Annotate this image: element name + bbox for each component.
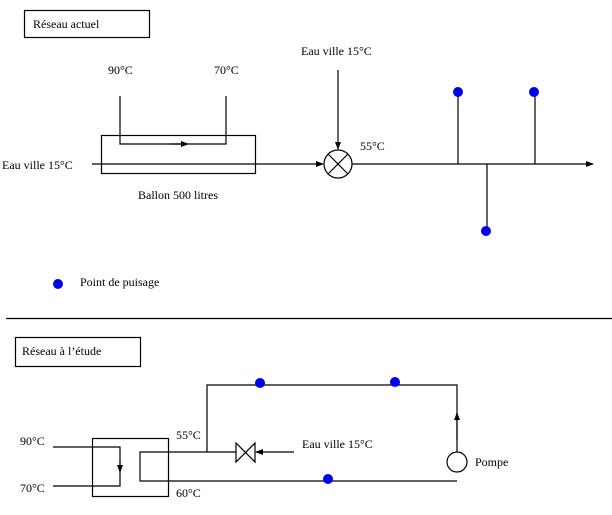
mixer-out-temp-label: 55°C [360, 139, 385, 153]
city-water-label: Eau ville 15°C [302, 437, 373, 451]
legend-point-label: Point de puisage [80, 275, 159, 289]
pump-icon [446, 451, 468, 473]
tank-label: Ballon 500 litres [138, 188, 218, 202]
study-network-section: Réseau à l’étude 90°C 70°C 55°C 60°C Eau… [14, 336, 508, 500]
hx-hot-in-label: 90°C [20, 434, 45, 448]
tank-heating-coil [119, 96, 227, 145]
secondary-loop-lower [139, 451, 457, 482]
hx-hot-out-label: 70°C [20, 481, 45, 495]
mixer-city-water-label: Eau ville 15°C [301, 44, 372, 58]
draw-off-point [255, 378, 265, 388]
tank-hot-in-label: 90°C [108, 63, 133, 77]
pump-label: Pompe [475, 455, 508, 469]
city-water-inlet-label: Eau ville 15°C [2, 158, 73, 172]
heat-exchanger [91, 437, 170, 498]
study-network-title: Réseau à l’étude [22, 344, 101, 358]
draw-off-point [481, 226, 491, 236]
current-network-section: Réseau actuel 90°C 70°C Ballon 500 litre… [2, 9, 594, 236]
study-network-title-box [14, 336, 142, 368]
supply-temp-label: 55°C [176, 428, 201, 442]
draw-off-point [529, 87, 539, 97]
draw-off-point [323, 474, 333, 484]
primary-circuit [53, 446, 121, 487]
storage-tank [100, 134, 257, 175]
draw-off-point [390, 377, 400, 387]
mixing-valve-icon [323, 149, 353, 179]
tank-hot-out-label: 70°C [214, 63, 239, 77]
legend-point-icon [53, 279, 63, 289]
valve-icon [235, 441, 256, 464]
current-network-title-box [23, 9, 151, 39]
legend: Point de puisage [53, 275, 159, 289]
draw-off-point [453, 87, 463, 97]
return-temp-label: 60°C [176, 486, 201, 500]
current-network-title: Réseau actuel [33, 17, 100, 31]
